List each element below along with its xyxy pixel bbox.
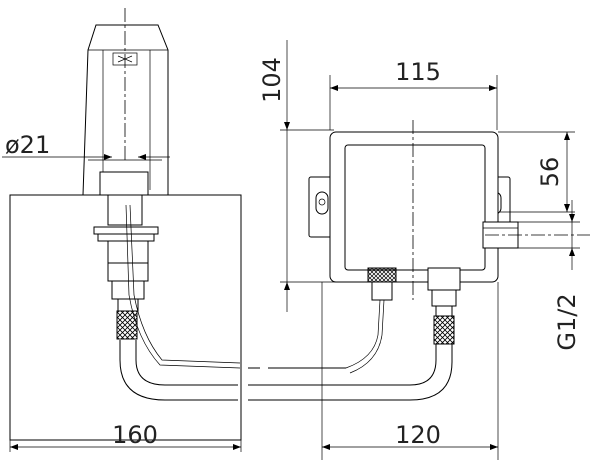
dimension-lines (2, 40, 580, 460)
control-box-view (308, 131, 519, 401)
water-hose (119, 340, 238, 401)
dim-label-base-width: 160 (112, 421, 158, 449)
control-box (329, 131, 499, 283)
dim-label-box-width: 115 (395, 58, 441, 86)
hose-link (248, 367, 410, 401)
braided-hose-left (116, 310, 138, 340)
dim-label-diameter: ø21 (5, 131, 50, 159)
sensor-cable-right (345, 299, 381, 369)
dimension-arrows (10, 85, 575, 450)
mounting-nut (93, 226, 159, 235)
faucet-body (82, 24, 169, 196)
sensor-cable-left (125, 204, 241, 369)
faucet-view (9, 24, 242, 441)
center-lines (124, 8, 590, 300)
cable-connector (367, 267, 397, 283)
dim-label-inlet-offset: 56 (536, 157, 564, 188)
dim-label-height: 104 (258, 57, 286, 103)
braided-hose-right (433, 315, 455, 345)
dim-label-thread: G1/2 (553, 293, 581, 350)
dim-label-box-base-width: 120 (395, 421, 441, 449)
